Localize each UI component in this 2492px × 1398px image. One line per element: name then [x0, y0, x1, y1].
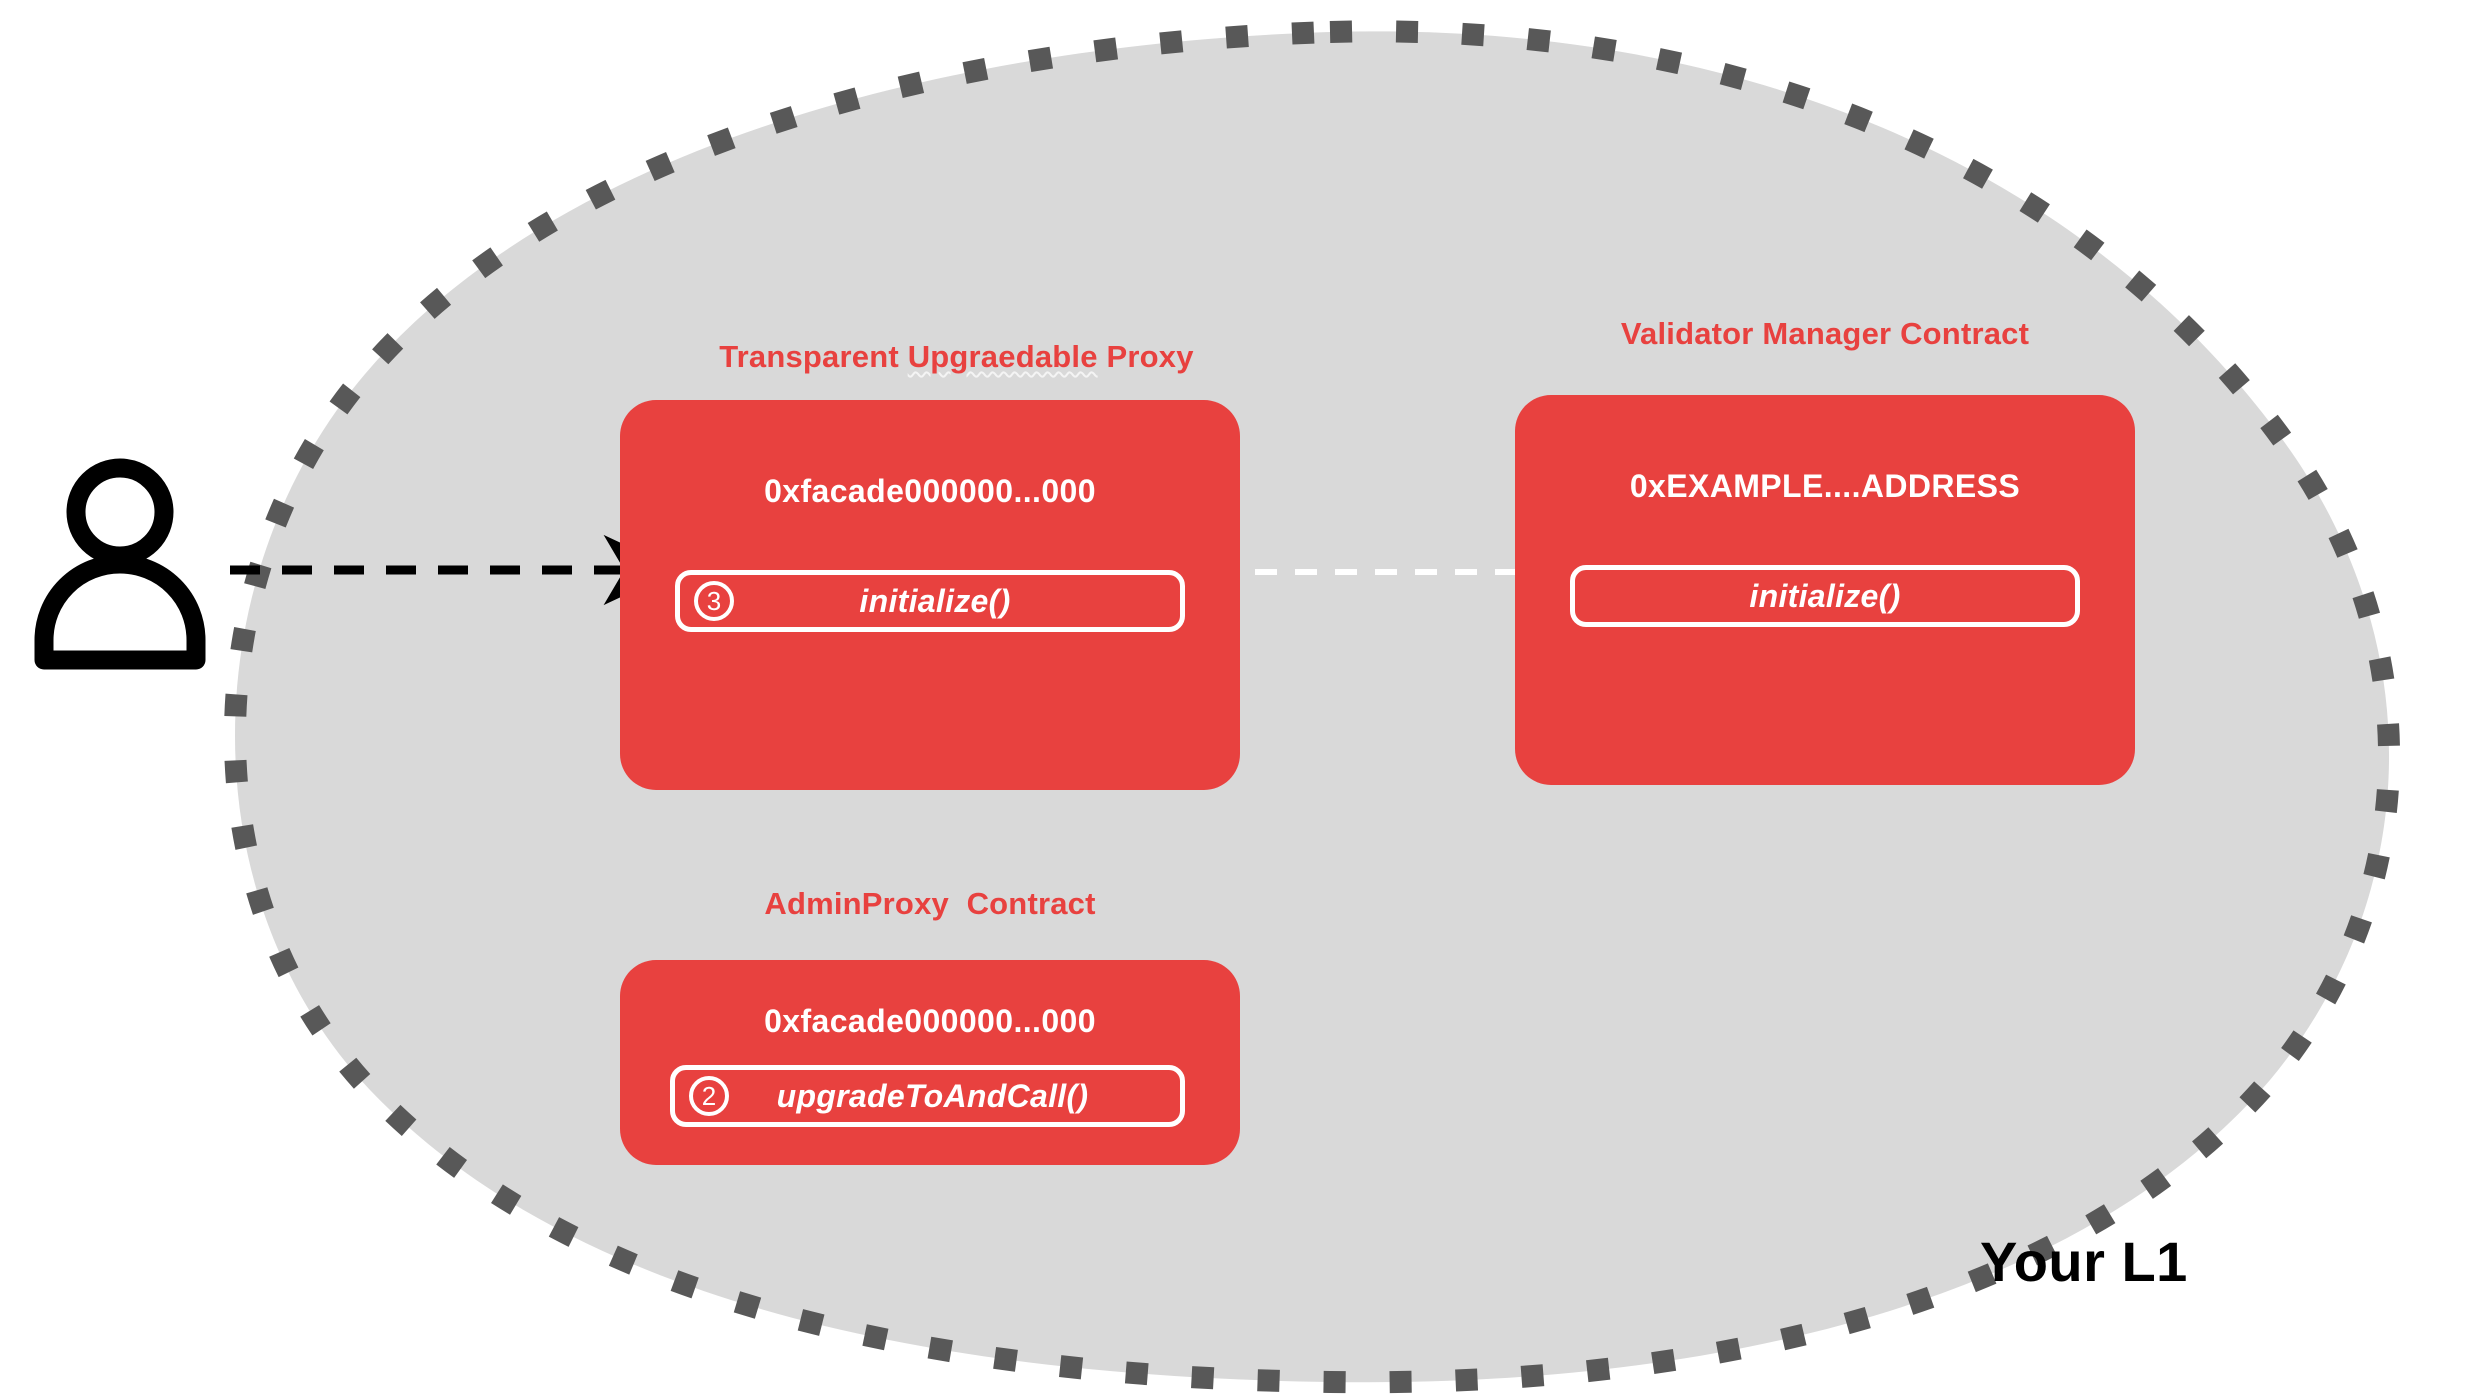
- method-label-upgrade-to-and-call: upgradeToAndCall(): [776, 1077, 1089, 1114]
- method-pill-initialize-validator-manager[interactable]: initialize(): [1570, 565, 2080, 627]
- misspelled-word: Upgraedable: [907, 339, 1098, 374]
- contract-validator-manager: Validator Manager Contract 0xEXAMPLE....…: [1515, 315, 2135, 790]
- contract-title-line1-prefix: Transparent: [719, 339, 908, 374]
- contract-box-admin-proxy[interactable]: 0xfacade000000...000 2 upgradeToAndCall(…: [620, 960, 1240, 1165]
- contract-box-transparent-proxy[interactable]: 0xfacade000000...000 3 initialize(): [620, 400, 1240, 790]
- method-label-initialize: initialize(): [1749, 577, 1901, 614]
- contract-address-transparent-proxy: 0xfacade000000...000: [764, 473, 1096, 509]
- region-label-your-l1: Your L1: [1980, 1230, 2188, 1293]
- contract-admin-proxy: AdminProxy Contract 0xfacade000000...000…: [620, 885, 1240, 1175]
- contract-address-validator-manager: 0xEXAMPLE....ADDRESS: [1629, 468, 2021, 504]
- contract-title-validator-manager: Validator Manager Contract: [1620, 316, 2030, 351]
- method-pill-initialize-proxy[interactable]: 3 initialize(): [675, 570, 1185, 632]
- method-label-initialize: initialize(): [859, 582, 1011, 619]
- method-pill-upgrade-to-and-call[interactable]: 2 upgradeToAndCall(): [670, 1065, 1185, 1127]
- step-badge-3: 3: [694, 581, 734, 621]
- person-icon: [34, 458, 206, 670]
- user-actor: [20, 455, 220, 670]
- contract-title-line1-suffix: Proxy: [1097, 339, 1194, 374]
- contract-box-validator-manager[interactable]: 0xEXAMPLE....ADDRESS initialize(): [1515, 395, 2135, 785]
- contract-transparent-upgradeable-proxy: Transparent Upgraedable Proxy Contract (…: [620, 300, 1240, 790]
- contract-title-admin-proxy: AdminProxy Contract: [764, 886, 1096, 921]
- step-badge-2: 2: [689, 1076, 729, 1116]
- contract-address-admin-proxy: 0xfacade000000...000: [764, 1003, 1096, 1039]
